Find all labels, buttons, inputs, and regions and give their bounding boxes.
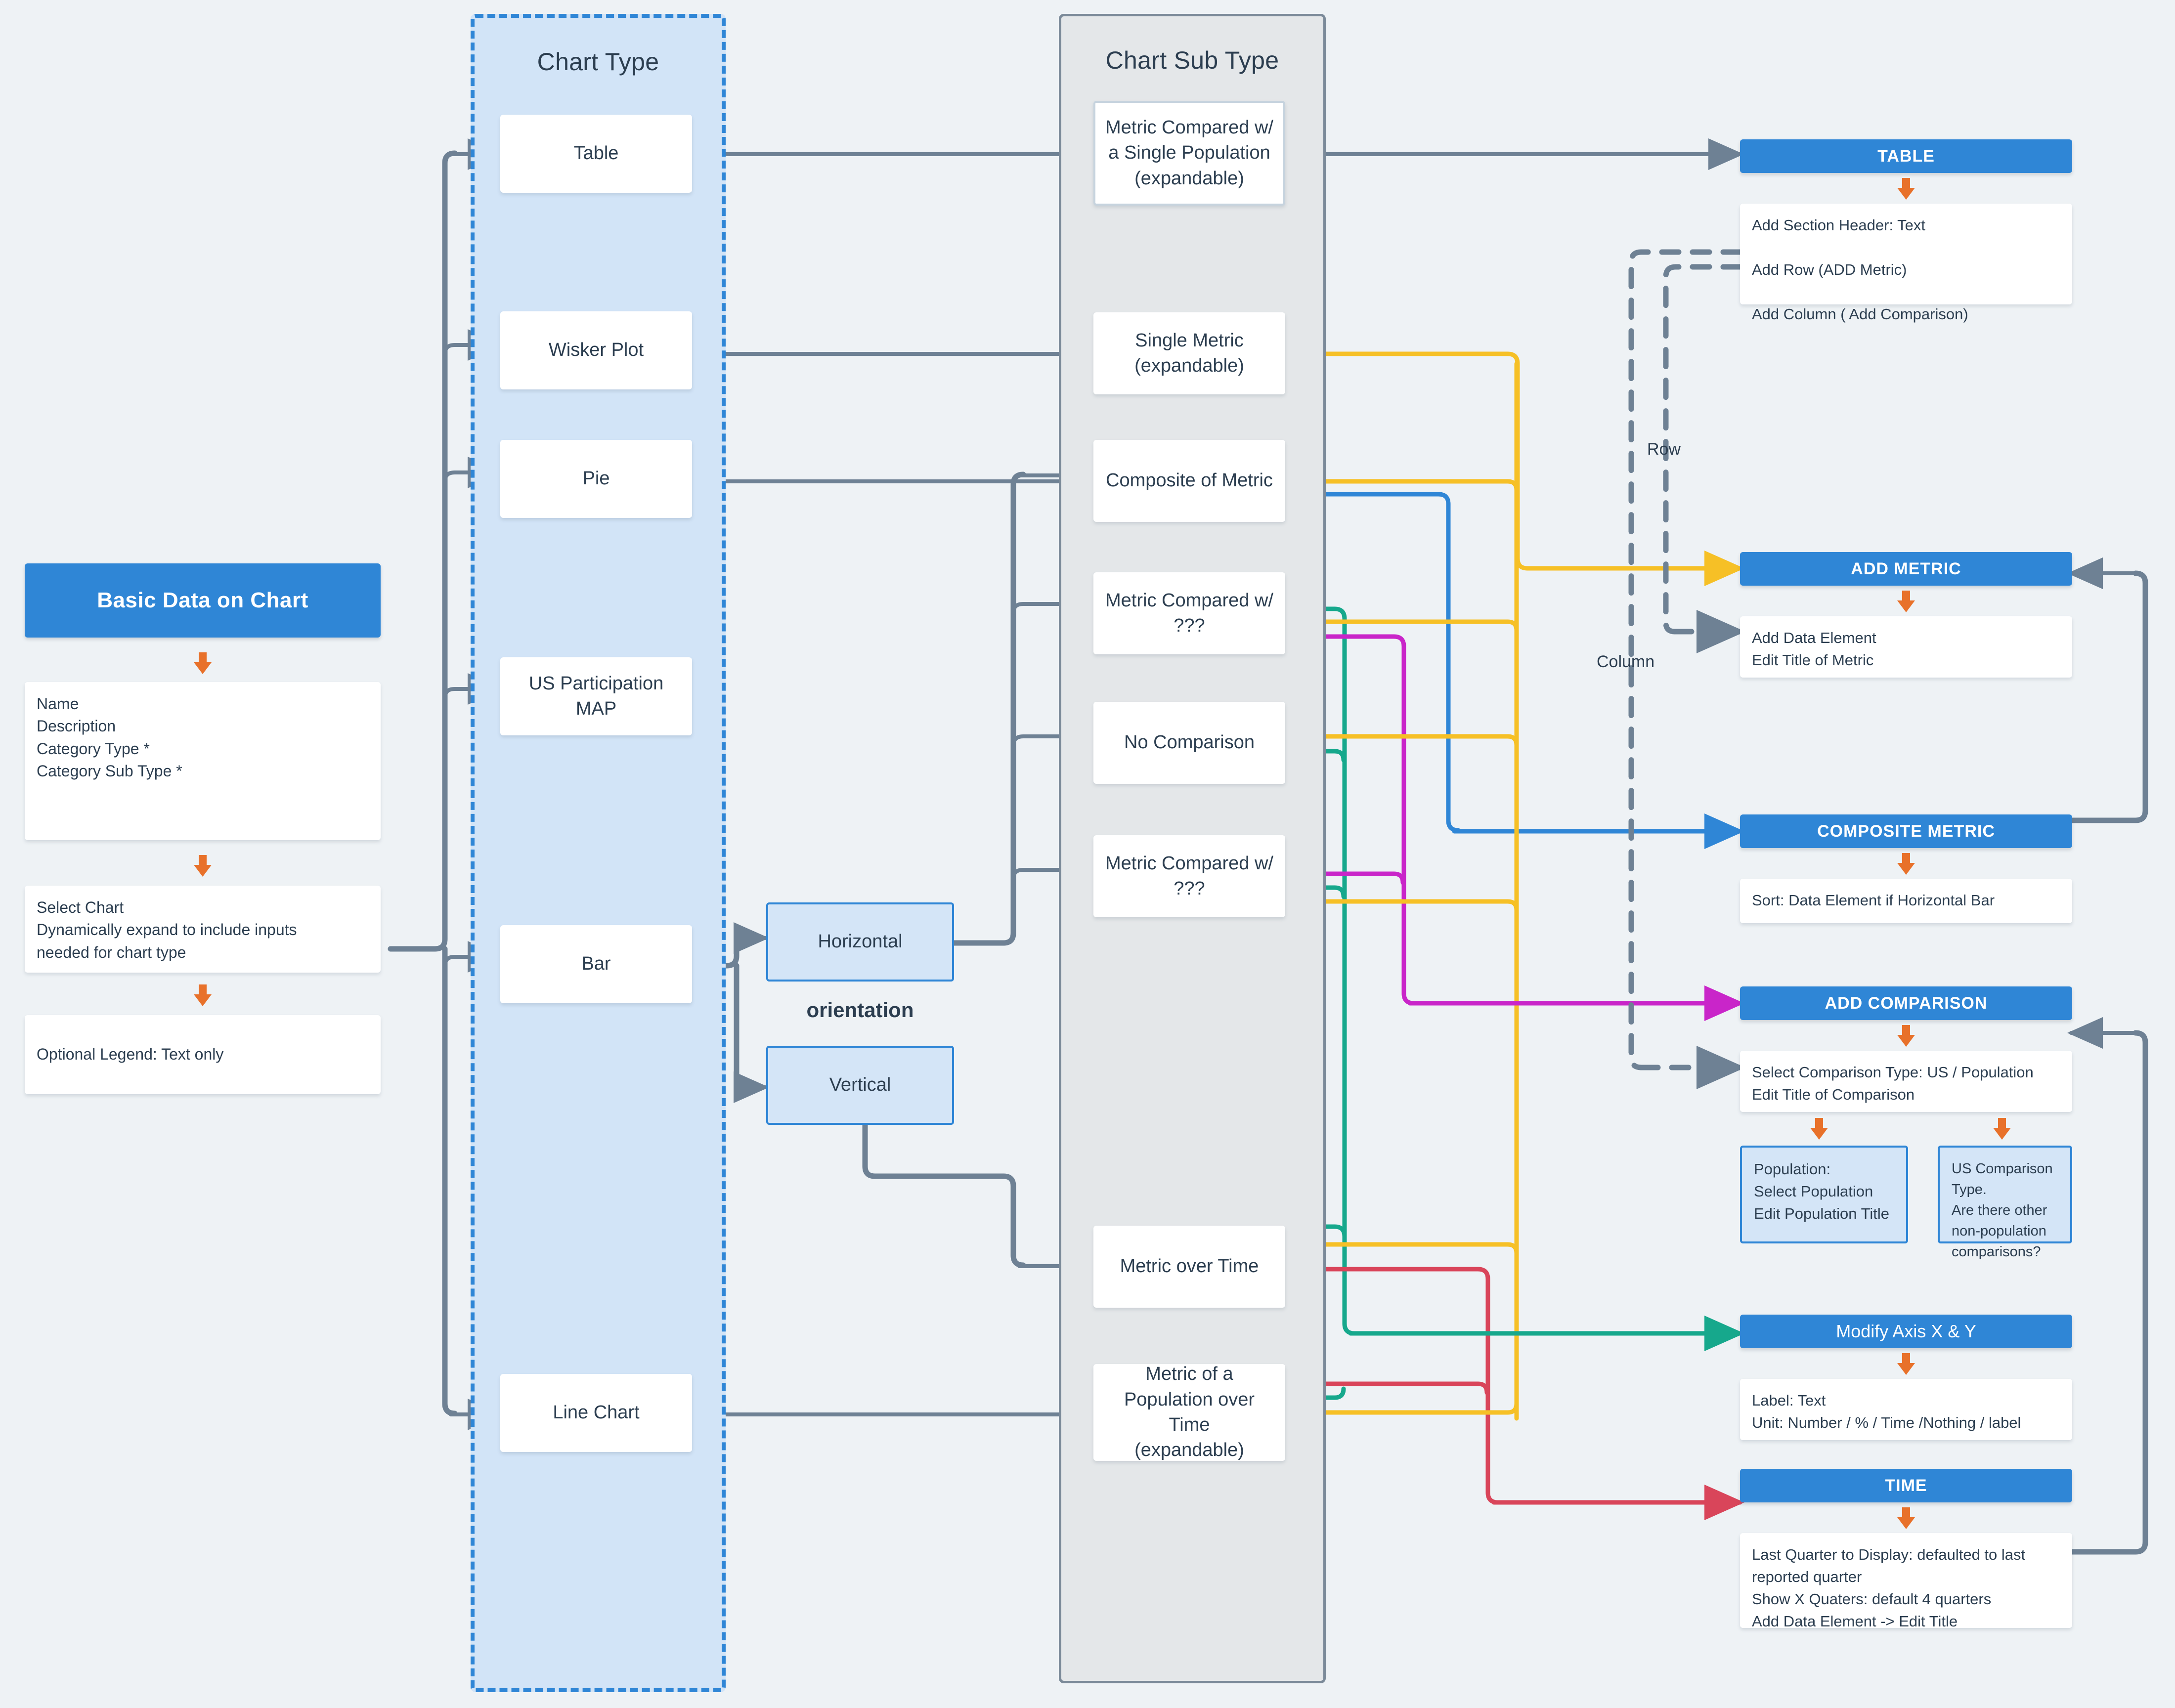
table-card-body: Add Section Header: Text Add Row (ADD Me… <box>1740 204 2072 323</box>
add-metric-card-header[interactable]: ADD METRIC <box>1740 552 2072 586</box>
sub-type-metric-compared-unknown-2[interactable]: Metric Compared w/ ??? <box>1093 835 1285 917</box>
add-comparison-card-header[interactable]: ADD COMPARISON <box>1740 986 2072 1020</box>
lane-chart-type-title: Chart Type <box>537 48 659 76</box>
chart-type-pie[interactable]: Pie <box>500 440 692 518</box>
composite-metric-card-header[interactable]: COMPOSITE METRIC <box>1740 814 2072 848</box>
down-arrow-icon <box>1992 1118 2012 1140</box>
time-card-body: Last Quarter to Display: defaulted to la… <box>1740 1533 2072 1630</box>
time-card-header[interactable]: TIME <box>1740 1469 2072 1502</box>
sub-type-no-comparison[interactable]: No Comparison <box>1093 702 1285 784</box>
down-arrow-icon <box>1896 1507 1916 1529</box>
select-chart-panel: Select Chart Dynamically expand to inclu… <box>25 886 381 973</box>
sub-type-metric-compared-unknown-1[interactable]: Metric Compared w/ ??? <box>1093 572 1285 654</box>
population-option-card[interactable]: Population: Select Population Edit Popul… <box>1740 1146 1908 1243</box>
modify-axis-card-header[interactable]: Modify Axis X & Y <box>1740 1315 2072 1348</box>
sub-type-composite-of-metric[interactable]: Composite of Metric <box>1093 440 1285 522</box>
chart-type-line-chart[interactable]: Line Chart <box>500 1374 692 1452</box>
down-arrow-icon <box>193 984 213 1006</box>
chart-type-table[interactable]: Table <box>500 115 692 193</box>
chart-type-wisker-plot[interactable]: Wisker Plot <box>500 311 692 389</box>
sub-type-single-metric[interactable]: Single Metric (expandable) <box>1093 312 1285 394</box>
down-arrow-icon <box>1809 1118 1829 1140</box>
down-arrow-icon <box>193 652 213 674</box>
down-arrow-icon <box>1896 853 1916 875</box>
chart-type-bar[interactable]: Bar <box>500 925 692 1003</box>
down-arrow-icon <box>1896 178 1916 200</box>
us-comparison-option-card[interactable]: US Comparison Type. Are there other non-… <box>1938 1146 2072 1260</box>
edge-label-row: Row <box>1647 440 1681 459</box>
chart-type-us-participation-map[interactable]: US Participation MAP <box>500 657 692 735</box>
down-arrow-icon <box>1896 591 1916 612</box>
sub-type-metric-over-time[interactable]: Metric over Time <box>1093 1226 1285 1308</box>
table-card-header[interactable]: TABLE <box>1740 139 2072 173</box>
orientation-vertical[interactable]: Vertical <box>766 1046 954 1125</box>
basic-data-header[interactable]: Basic Data on Chart <box>25 563 381 638</box>
down-arrow-icon <box>1896 1025 1916 1047</box>
sub-type-metric-population-over-time[interactable]: Metric of a Population over Time (expand… <box>1093 1364 1285 1461</box>
orientation-caption: orientation <box>806 998 914 1022</box>
down-arrow-icon <box>193 855 213 877</box>
orientation-horizontal[interactable]: Horizontal <box>766 902 954 982</box>
lane-chart-sub-type-title: Chart Sub Type <box>1105 46 1279 74</box>
modify-axis-card-body: Label: Text Unit: Number / % / Time /Not… <box>1740 1379 2072 1440</box>
optional-legend-panel: Optional Legend: Text only <box>25 1015 381 1094</box>
edge-label-column: Column <box>1597 652 1655 671</box>
basic-fields-panel: Name Description Category Type * Categor… <box>25 682 381 840</box>
down-arrow-icon <box>1896 1353 1916 1375</box>
sub-type-metric-compared-single-population[interactable]: Metric Compared w/ a Single Population (… <box>1093 101 1285 206</box>
add-metric-card-body: Add Data Element Edit Title of Metric <box>1740 616 2072 678</box>
composite-metric-card-body: Sort: Data Element if Horizontal Bar <box>1740 879 2072 923</box>
add-comparison-card-body: Select Comparison Type: US / Population … <box>1740 1051 2072 1112</box>
